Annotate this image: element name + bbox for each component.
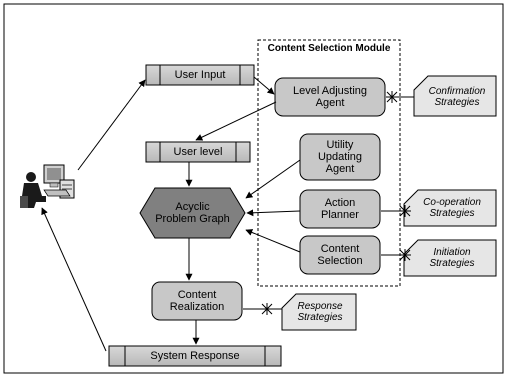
content-selection-module-box (257, 39, 401, 287)
confirmation-strategies-shape (413, 75, 497, 117)
arrow-planner-to-graph (246, 209, 301, 217)
content-realization-box (151, 281, 243, 321)
response-strategies-shape (281, 293, 357, 331)
arrow-level-agent-to-user-level (195, 101, 277, 141)
user-input-box (145, 64, 255, 86)
arrow-selection-to-graph (245, 229, 301, 253)
arrow-response-to-user (41, 207, 107, 352)
content-selection-box (299, 235, 381, 275)
arrow-input-to-level-agent (253, 76, 275, 95)
flow-arrows (41, 76, 301, 352)
asterisk-markers (261, 91, 411, 315)
arrow-user-to-input (77, 79, 146, 171)
utility-updating-agent-box (299, 133, 381, 181)
user-level-box (145, 141, 251, 163)
action-planner-box (299, 189, 381, 229)
arrow-utility-to-graph (245, 159, 301, 199)
computer-user-icon (18, 164, 76, 208)
initiation-strategies-shape (403, 239, 497, 277)
cooperation-strategies-shape (403, 189, 497, 227)
level-adjusting-agent-box (274, 77, 386, 117)
system-response-box (108, 345, 282, 367)
outer-frame (3, 3, 504, 374)
acyclic-problem-graph-hexagon (139, 187, 246, 239)
